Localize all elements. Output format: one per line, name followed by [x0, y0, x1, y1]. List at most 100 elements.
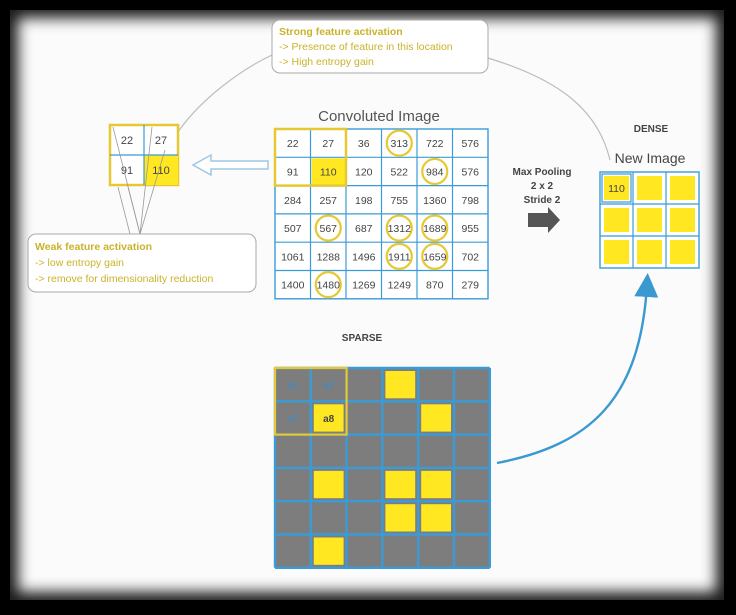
conv-cell-value: 522 [390, 166, 408, 178]
pooling-line2: 2 x 2 [531, 181, 554, 192]
conv-cell-value: 257 [319, 195, 337, 207]
window-cell-value: 22 [121, 135, 133, 147]
conv-cell-value: 870 [426, 280, 444, 292]
sparse-active-cell [421, 404, 451, 432]
conv-circle-marker [385, 129, 413, 157]
dense-title: New Image [615, 150, 686, 166]
sparse-label: SPARSE [342, 333, 383, 344]
dense-label: DENSE [634, 124, 669, 135]
conv-cell-value: 1312 [388, 223, 412, 235]
convoluted-title: Convoluted Image [318, 108, 440, 125]
conv-window-outline [273, 127, 348, 187]
pooling-window: 22 27 91 110 [108, 123, 180, 187]
conv-cell-value: 198 [355, 195, 373, 207]
callout-bottom-title: Weak feature activation [35, 241, 152, 253]
dense-cell [637, 208, 662, 232]
dense-cell [670, 240, 695, 264]
conv-cell-value: 1496 [352, 251, 376, 263]
conv-cell-value: 1288 [317, 251, 341, 263]
sparse-active-cell [385, 470, 416, 499]
sparse-active-cell [421, 504, 451, 532]
conv-cell-value: 798 [461, 195, 479, 207]
dense-cell [604, 240, 629, 264]
conv-cell-value: 1659 [423, 251, 447, 263]
sparse-cell-label: a1 [287, 381, 299, 392]
sparse-grid: a1 a2 a7 a8 [273, 366, 491, 569]
pooling-label: Max Pooling 2 x 2 Stride 2 [513, 167, 572, 206]
convoluted-image-grid: 22 27 36 313 722 576 91 110 120 522 984 576 284 257 19… [273, 127, 489, 300]
dense-cell [670, 208, 695, 232]
conv-circle-marker [314, 271, 342, 299]
pooling-arrow [528, 207, 560, 233]
sparse-active-cell [385, 504, 416, 532]
conv-cell-value: 984 [426, 166, 444, 178]
conv-cell-value: 110 [320, 166, 337, 178]
callout-bottom-line2: -> remove for dimensionality reduction [35, 273, 213, 285]
conv-cell-value: 722 [426, 138, 444, 150]
conv-cell-value: 1249 [388, 280, 412, 292]
callout-top-title: Strong feature activation [279, 26, 403, 38]
conv-circle-marker [421, 157, 449, 186]
conv-cell-value: 567 [319, 223, 337, 235]
dense-cell [670, 176, 695, 200]
conv-circle-marker [421, 242, 449, 270]
conv-cell-value: 702 [461, 251, 479, 263]
sparse-cell-label: a2 [323, 381, 335, 392]
connector-curve-right [487, 57, 611, 161]
conv-circle-marker [385, 214, 413, 242]
callout-top-line1: -> Presence of feature in this location [279, 41, 453, 53]
dense-cell [637, 176, 662, 200]
conv-cell-value: 279 [461, 280, 479, 292]
connector-curve-left [177, 54, 273, 133]
dense-cell [604, 208, 629, 232]
conv-cell-value: 955 [461, 223, 479, 235]
strong-activation-callout: Strong feature activation -> Presence of… [271, 19, 489, 74]
sparse-to-dense-arrow [496, 273, 659, 465]
left-hollow-arrow [191, 153, 269, 177]
pooling-line1: Max Pooling [513, 167, 572, 178]
conv-cell-value: 1360 [423, 195, 447, 207]
conv-cell-value: 1400 [281, 280, 305, 292]
window-cell-value: 110 [152, 165, 170, 177]
sparse-window-outline [273, 366, 348, 436]
sparse-cell-label: a8 [323, 414, 335, 425]
conv-cell-value: 507 [284, 223, 302, 235]
conv-cell-value: 284 [284, 195, 302, 207]
sparse-max-cell [313, 404, 344, 432]
pooling-line3: Stride 2 [524, 195, 561, 206]
conv-cell-value: 1061 [281, 251, 305, 263]
sparse-cell-label: a7 [287, 414, 299, 425]
conv-cell-value: 1269 [352, 280, 376, 292]
window-cell-value: 91 [121, 165, 133, 177]
conv-cell-value: 687 [355, 223, 373, 235]
sparse-active-cell [385, 371, 416, 399]
conv-circle-marker [314, 214, 342, 242]
window-cell-value: 27 [155, 135, 167, 147]
weak-activation-callout: Weak feature activation -> low entropy g… [27, 233, 257, 293]
conv-cell-value: 1911 [388, 251, 411, 263]
conv-cell-value: 120 [355, 166, 373, 178]
sparse-active-cell [313, 470, 344, 499]
conv-max-cell [311, 158, 345, 185]
conv-cell-value: 1689 [423, 223, 447, 235]
conv-cell-value: 1480 [317, 280, 341, 292]
callout-bottom-line1: -> low entropy gain [35, 257, 124, 269]
window-max-cell [144, 155, 178, 185]
window-fan-lines [112, 126, 166, 235]
conv-cell-value: 27 [322, 138, 334, 150]
conv-cell-value: 36 [358, 138, 370, 150]
dense-cell [637, 240, 662, 264]
conv-cell-value: 91 [287, 166, 299, 178]
conv-cell-value: 313 [390, 138, 408, 150]
conv-cell-value: 22 [287, 138, 299, 150]
conv-cell-value: 576 [461, 166, 479, 178]
dense-first-cell-outline [601, 173, 632, 203]
dense-first-value: 110 [608, 183, 625, 195]
conv-cell-value: 755 [390, 195, 408, 207]
callout-top-line2: -> High entropy gain [279, 56, 374, 68]
conv-cell-value: 576 [461, 138, 479, 150]
conv-circle-marker [421, 214, 449, 242]
conv-circle-marker [385, 242, 413, 270]
